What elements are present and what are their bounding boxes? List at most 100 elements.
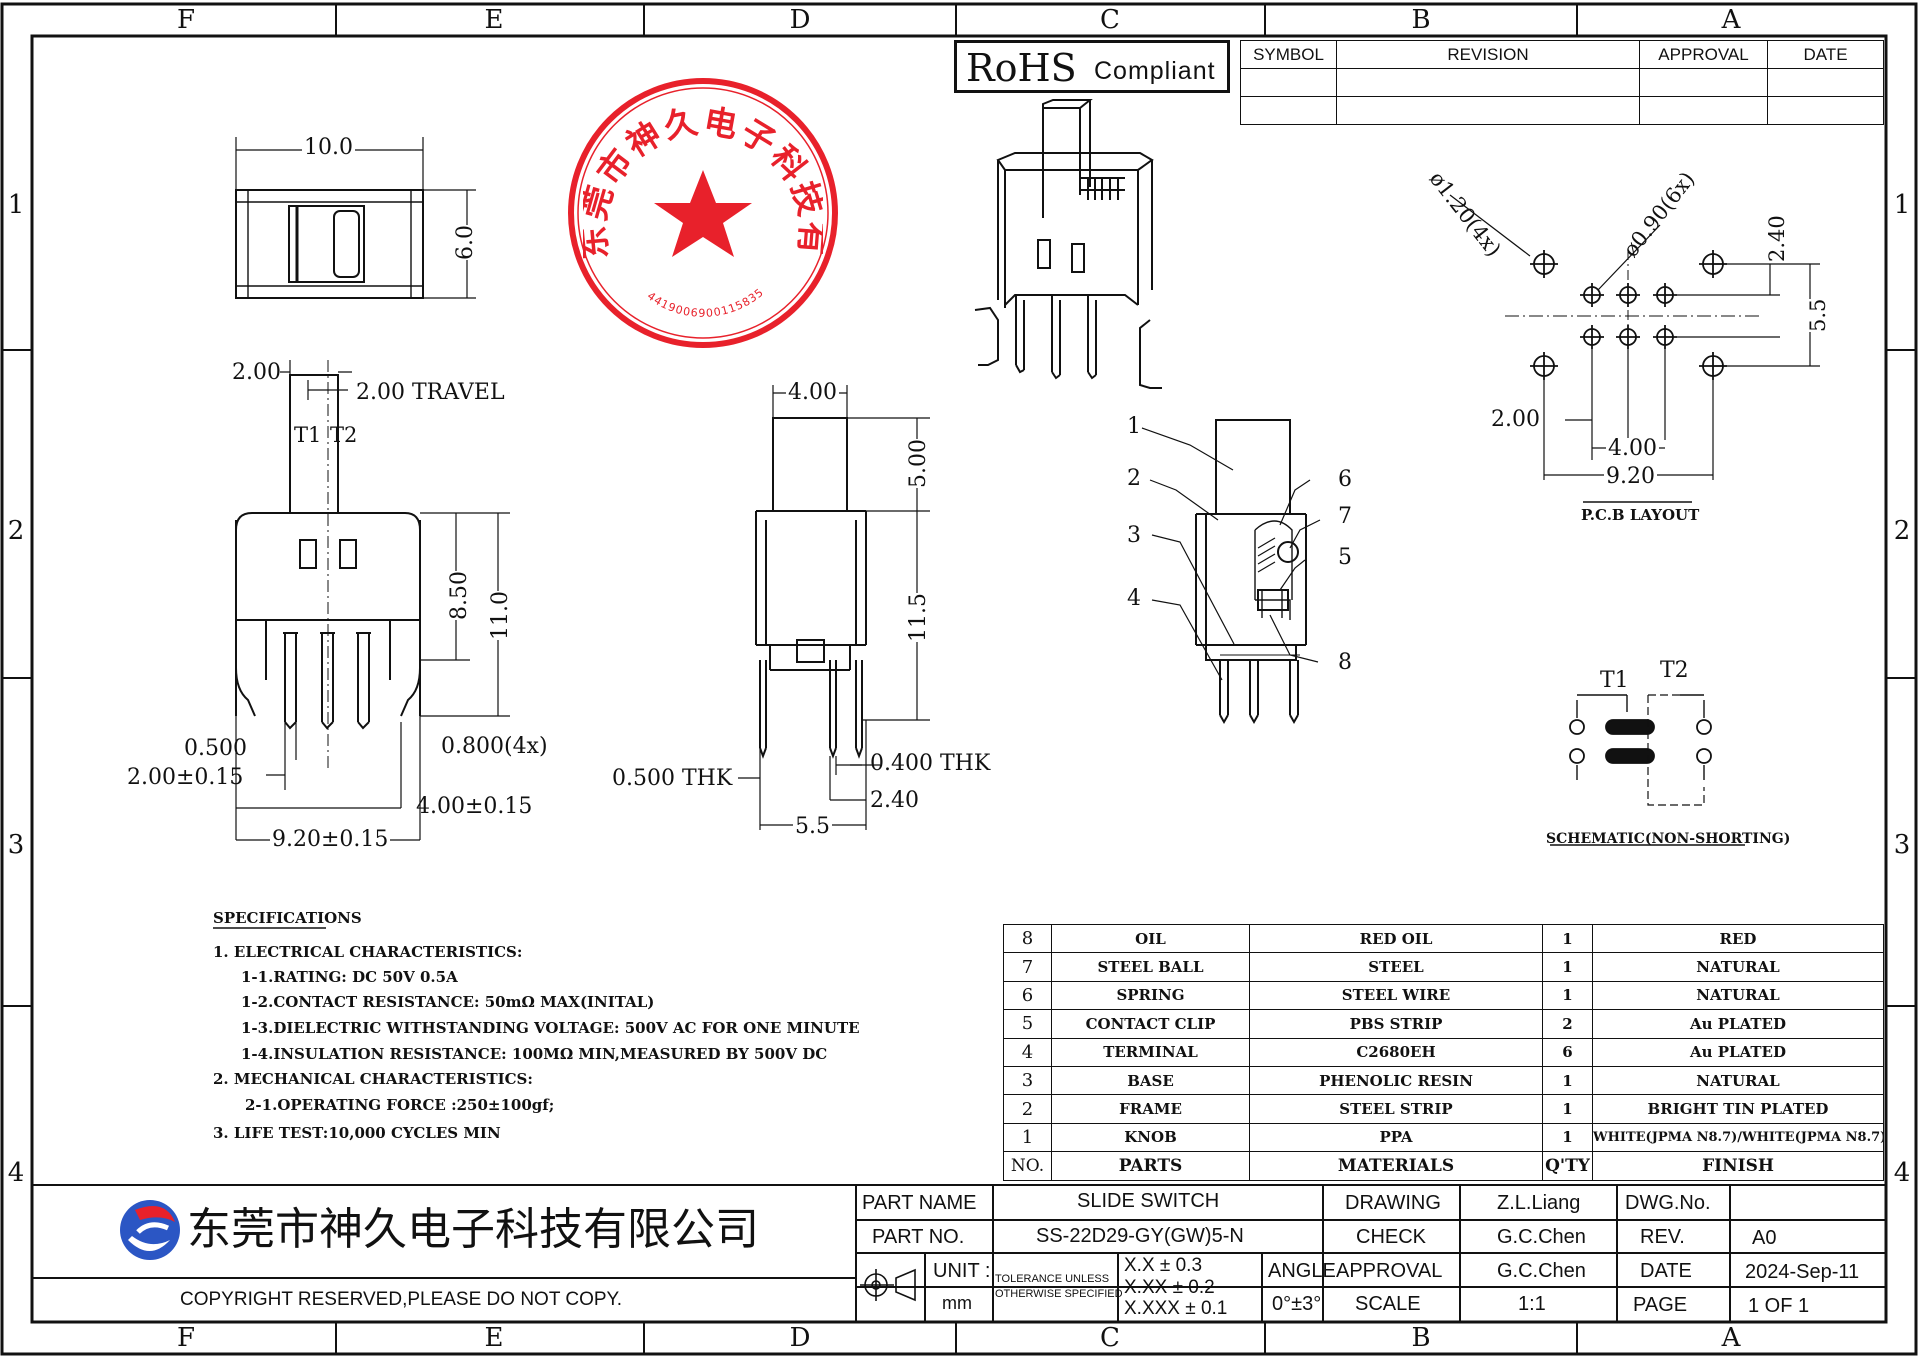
approval-value: G.C.Chen [1497,1260,1586,1282]
bom-cell: 1 [1542,1065,1593,1096]
bom-cell: TERMINAL [1051,1037,1250,1067]
bom-cell: STEEL [1249,952,1543,982]
approval-label: APPROVAL [1336,1260,1443,1282]
callout-7: 7 [1338,504,1352,529]
bom-cell: CONTACT CLIP [1051,1009,1250,1039]
bom-cell: WHITE(JPMA N8.7)/WHITE(JPMA N8.7) [1592,1122,1884,1153]
seal-code: 4419006900115835 [645,286,766,320]
dim-front-8-50: 8.50 [447,571,472,620]
dim-side-2-40: 2.40 [870,788,919,813]
seal-text: 东莞市神久电子科技有限公司 4419006900115835 [565,64,830,335]
bom-cell: 6 [1003,980,1052,1011]
dim-side-5-00: 5.00 [906,439,931,488]
dim-front-2-00-tol: 2.00±0.15 [127,765,244,790]
tolerance-2: X.XX ± 0.2 [1124,1277,1215,1298]
zone-col-bottom-E: E [484,1323,504,1353]
bom-cell: C2680EH [1249,1037,1543,1067]
dim-front-4-00-tol: 4.00±0.15 [416,794,533,819]
angle-value: 0°±3° [1272,1293,1322,1315]
date-value: 2024-Sep-11 [1745,1261,1860,1283]
seal-company: 东莞市神久电子科技有限公司 [565,64,830,261]
bom-cell: Au PLATED [1592,1009,1884,1039]
dwg-label: DWG.No. [1625,1192,1711,1214]
zone-row-right-2: 2 [1893,516,1911,546]
bom-cell: OIL [1051,923,1250,954]
bom-cell: RED OIL [1249,923,1543,954]
bom-cell: 1 [1542,1122,1593,1153]
tolerance-label-2: OTHERWISE SPECIFIED [995,1288,1123,1300]
tolerance-label-1: TOLERANCE UNLESS [995,1273,1110,1285]
bom-cell: 8 [1003,923,1052,954]
zone-col-bottom-F: F [176,1323,196,1353]
spec-line: 1-2.CONTACT RESISTANCE: 50mΩ MAX(INITAL) [241,993,655,1011]
zone-col-top-B: B [1411,5,1431,35]
zone-col-bottom-B: B [1411,1323,1431,1353]
date-label: DATE [1640,1260,1692,1282]
zone-row-left-4: 4 [7,1158,25,1188]
page-value: 1 OF 1 [1748,1295,1810,1317]
bom-cell: PARTS [1051,1151,1250,1181]
spec-title: SPECIFICATIONS [213,909,362,927]
spec-line: 1-1.RATING: DC 50V 0.5A [241,968,458,986]
bom-cell: STEEL WIRE [1249,980,1543,1011]
callout-1: 1 [1127,414,1141,439]
callout-4: 4 [1127,586,1141,611]
zone-col-top-D: D [789,5,811,35]
bom-cell: FRAME [1051,1094,1250,1124]
dim-side-5-5: 5.5 [793,814,832,839]
seal-ring-text: 东莞市神久电子科技有限公司 4419006900115835 [565,64,830,320]
zone-col-top-C: C [1100,5,1120,35]
bom-cell: 6 [1542,1037,1593,1067]
rev-value: A0 [1752,1227,1777,1249]
bom-cell: 2 [1542,1009,1593,1039]
pcb-dim-4-00: 4.00 [1606,436,1659,461]
bom-cell: 1 [1003,1122,1052,1153]
bom-cell: NATURAL [1592,980,1884,1011]
callout-6: 6 [1338,467,1352,492]
zone-col-top-E: E [484,5,504,35]
bom-cell: Au PLATED [1592,1037,1884,1067]
pcb-dim-2-40: 2.40 [1765,215,1789,262]
rev-header-symbol: SYMBOL [1240,40,1337,69]
bom-cell: RED [1592,923,1884,954]
bom-cell: 7 [1003,952,1052,982]
bom-cell: 1 [1542,952,1593,982]
bom-cell: 1 [1542,1094,1593,1124]
pcb-title: P.C.B LAYOUT [1581,506,1700,524]
label-front-t2: T2 [330,423,358,447]
part-no: SS-22D29-GY(GW)5-N [1036,1225,1244,1247]
rev-header-revision: REVISION [1336,40,1640,69]
dim-front-2-00: 2.00 [232,360,281,385]
page-label: PAGE [1633,1294,1688,1316]
bom-cell: NATURAL [1592,952,1884,982]
zone-row-right-1: 1 [1893,190,1911,220]
rev-header-approval: APPROVAL [1639,40,1768,69]
spec-line: 1. ELECTRICAL CHARACTERISTICS: [213,943,523,961]
dim-top-width: 10.0 [302,135,355,160]
angle-label: ANGLE [1268,1260,1336,1282]
dim-front-9-20-tol: 9.20±0.15 [270,827,391,852]
bom-cell: 1 [1542,923,1593,954]
bom-cell: SPRING [1051,980,1250,1011]
tolerance-1: X.X ± 0.3 [1124,1255,1203,1276]
pcb-dim-9-20: 9.20 [1604,464,1657,489]
spec-line: 3. LIFE TEST:10,000 CYCLES MIN [213,1124,501,1142]
bom-cell: 4 [1003,1037,1052,1067]
scale-label: SCALE [1355,1293,1421,1315]
bom-cell: STEEL BALL [1051,952,1250,982]
spec-line: 1-4.INSULATION RESISTANCE: 100MΩ MIN,MEA… [241,1045,828,1063]
bom-cell: 5 [1003,1009,1052,1039]
bom-cell: STEEL STRIP [1249,1094,1543,1124]
rohs-main: RoHS [966,46,1077,90]
svg-text:东莞市神久电子科技有限公司: 东莞市神久电子科技有限公司 [583,95,823,261]
callout-3: 3 [1127,523,1141,548]
